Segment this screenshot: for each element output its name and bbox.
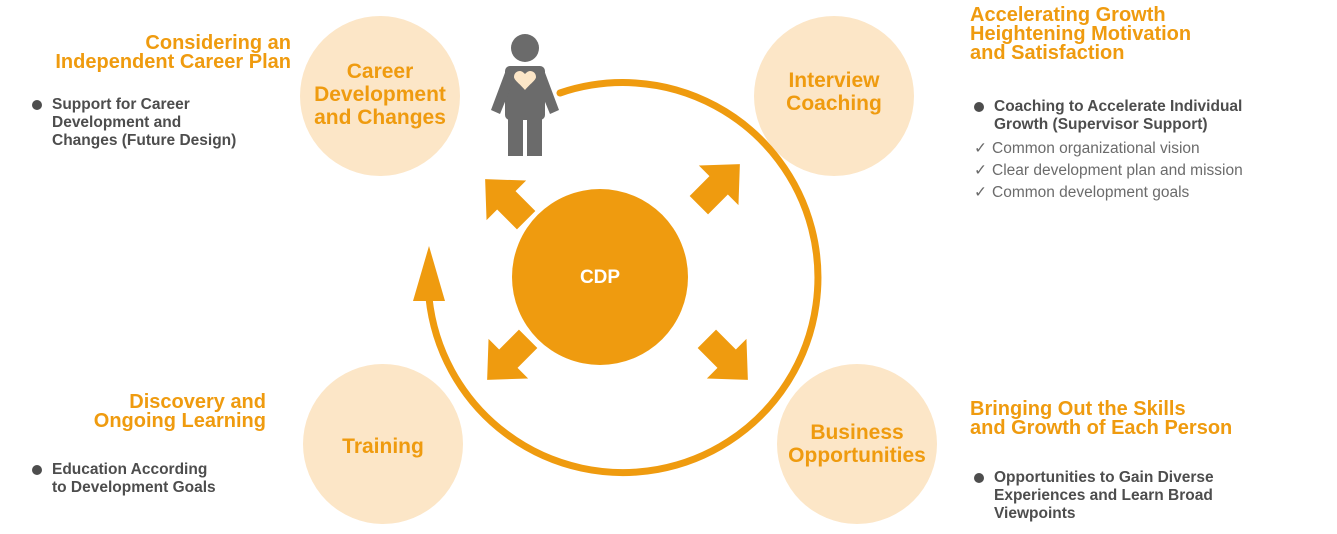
arrow-up-left-icon	[485, 179, 536, 230]
check-icon: ✓	[974, 184, 987, 201]
bubble-business	[777, 364, 937, 524]
person-with-heart-icon	[491, 34, 559, 156]
heading-bottom-right: Bringing Out the Skills and Growth of Ea…	[970, 398, 1233, 439]
bullet-bottom-right: Opportunities to Gain Diverse Experience…	[972, 469, 1214, 523]
heading-top-left: Considering an Independent Career Plan	[55, 32, 291, 73]
cycle-ring	[425, 79, 822, 477]
check-item: ✓Clear development plan and mission	[974, 160, 1243, 182]
heading-bottom-left: Discovery and Ongoing Learning	[93, 391, 266, 432]
bubble-career	[300, 16, 460, 176]
bubble-career-label: Career Development and Changes	[314, 60, 446, 129]
check-item: ✓Common organizational vision	[974, 138, 1243, 160]
check-icon: ✓	[974, 162, 987, 179]
heart-icon	[514, 71, 536, 90]
arrow-up-right-icon	[689, 164, 740, 215]
heading-top-right: Accelerating Growth Heightening Motivati…	[970, 4, 1192, 64]
bubble-interview	[754, 16, 914, 176]
bubble-training	[303, 364, 463, 524]
bullet-top-right: Coaching to Accelerate Individual Growth…	[972, 98, 1242, 134]
arrow-down-left-icon	[487, 329, 538, 380]
checklist-top-right: ✓Common organizational vision ✓Clear dev…	[974, 138, 1243, 204]
bullet-bottom-left: Education According to Development Goals	[30, 461, 216, 497]
center-label: CDP	[579, 267, 621, 288]
bubble-training-label: Training	[342, 435, 424, 458]
bullet-top-left: Support for Career Development and Chang…	[30, 96, 236, 150]
arrow-down-right-icon	[697, 329, 748, 380]
check-item: ✓Common development goals	[974, 182, 1243, 204]
center-circle	[512, 189, 688, 365]
cycle-arrowhead-icon	[413, 246, 445, 301]
bubble-interview-label: Interview Coaching	[786, 69, 882, 115]
bubble-business-label: Business Opportunities	[788, 421, 926, 467]
check-icon: ✓	[974, 140, 987, 157]
